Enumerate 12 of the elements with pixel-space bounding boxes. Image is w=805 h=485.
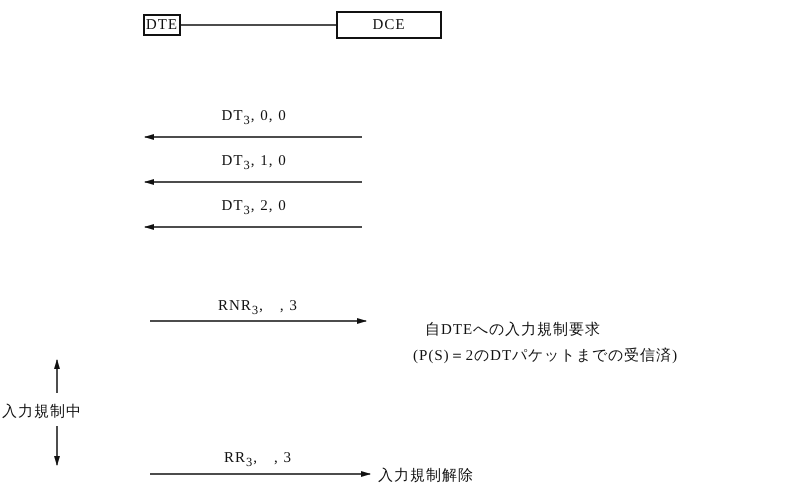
note-text: 入力規制解除 <box>378 466 474 485</box>
note-text: 自DTEへの入力規制要求 <box>425 320 602 339</box>
message-label: RNR$_{3}$, , 3 <box>218 297 298 318</box>
entity-box: DCE <box>336 11 442 39</box>
message-label: DT$_{3}$, 0, 0 <box>222 108 287 128</box>
message-label: DT$_{3}$, 1, 0 <box>222 153 287 173</box>
entity-box: DTE <box>143 14 181 36</box>
message-label: RR$_{3}$, , 3 <box>224 449 292 470</box>
connector-line <box>181 24 336 26</box>
note-text: (P(S)＝2のDTパケットまでの受信済) <box>413 346 678 365</box>
message-label: DT$_{3}$, 2, 0 <box>222 198 287 218</box>
state-label: 入力規制中 <box>2 402 82 421</box>
